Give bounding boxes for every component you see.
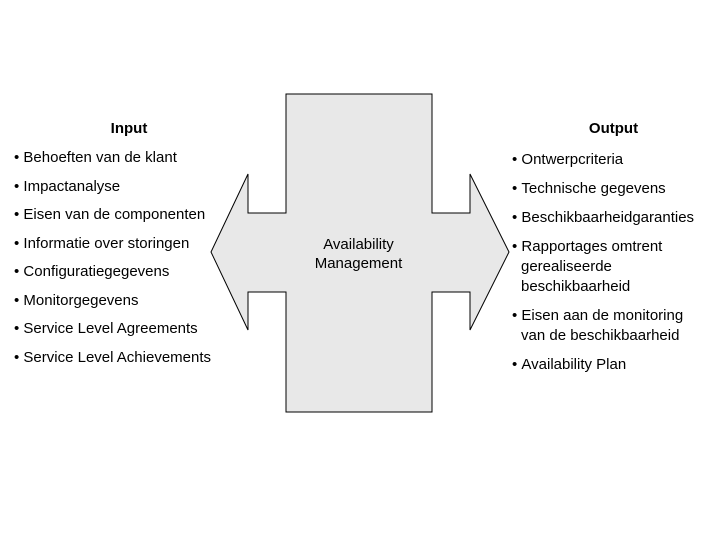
- list-item: Eisen aan de monitoring van de beschikba…: [512, 306, 708, 346]
- list-item: Service Level Achievements: [14, 349, 274, 366]
- process-label-line1: Availability: [323, 236, 394, 253]
- double-arrow-shape: [210, 93, 510, 413]
- list-item: Ontwerpcriteria: [512, 150, 708, 170]
- list-item: Availability Plan: [512, 355, 708, 375]
- list-item: Service Level Agreements: [14, 321, 274, 337]
- output-list: OntwerpcriteriaTechnische gegevensBeschi…: [512, 150, 708, 384]
- list-item: Informatie over storingen: [14, 235, 274, 252]
- output-heading: Output: [588, 120, 639, 137]
- list-item: Eisen van de componenten: [14, 207, 274, 223]
- input-heading: Input: [110, 120, 148, 137]
- list-item: Beschikbaarheidgaranties: [512, 208, 708, 228]
- input-list: Behoeften van de klantImpactanalyseEisen…: [14, 150, 274, 378]
- list-item: Impactanalyse: [14, 178, 274, 195]
- list-item: Behoeften van de klant: [14, 150, 274, 166]
- list-item: Technische gegevens: [512, 179, 708, 199]
- list-item: Rapportages omtrent gerealiseerde beschi…: [512, 237, 708, 297]
- list-item: Monitorgegevens: [14, 292, 274, 309]
- process-label-line2: Management: [314, 255, 403, 272]
- process-label: Availability Management: [285, 235, 432, 273]
- list-item: Configuratiegegevens: [14, 264, 274, 280]
